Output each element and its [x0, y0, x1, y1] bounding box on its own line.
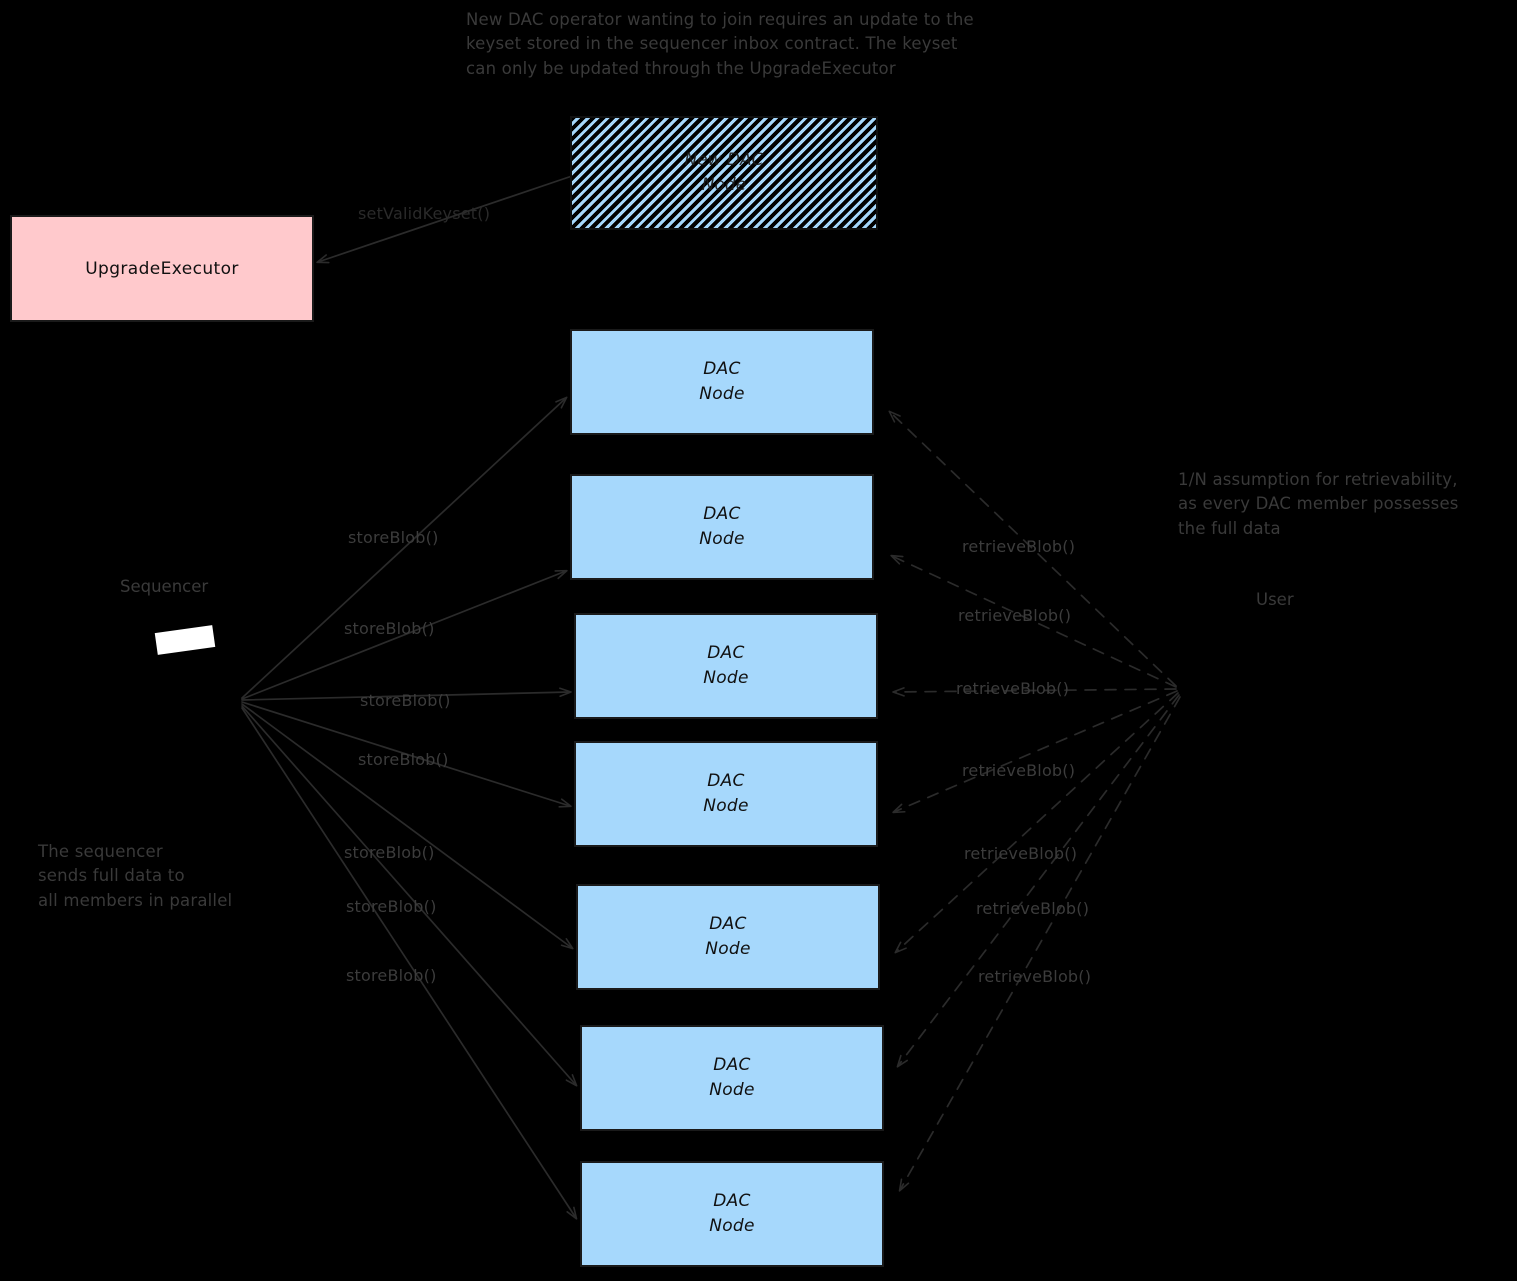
dac-node-label-2: DAC Node	[699, 504, 745, 549]
dac-node-label-6: DAC Node	[709, 1055, 755, 1100]
dac-node-label-4: DAC Node	[703, 771, 749, 816]
edge-label-store-blob-5: storeBlob()	[344, 843, 435, 862]
edge-label-retrieve-blob-1: retrieveBlob()	[962, 537, 1076, 556]
edge-retrieve-blob-6	[896, 694, 1180, 1068]
dac-node-box-1[interactable]: DAC Node	[570, 329, 874, 435]
sequencer-label: Sequencer	[120, 577, 209, 596]
dac-node-label-5: DAC Node	[705, 914, 751, 959]
upgrade-executor-box[interactable]: UpgradeExecutor	[10, 215, 314, 322]
edge-label-store-blob-7: storeBlob()	[346, 966, 437, 985]
edge-label-retrieve-blob-5: retrieveBlob()	[964, 844, 1078, 863]
dac-node-box-5[interactable]: DAC Node	[576, 884, 880, 990]
dac-node-label-7: DAC Node	[709, 1191, 755, 1236]
dac-node-label-1: DAC Node	[699, 359, 745, 404]
dac-node-box-4[interactable]: DAC Node	[574, 741, 878, 847]
edge-label-store-blob-2: storeBlob()	[344, 619, 435, 638]
edge-retrieve-blob-4	[892, 690, 1178, 814]
dac-node-box-6[interactable]: DAC Node	[580, 1025, 884, 1131]
edge-label-retrieve-blob-6: retrieveBlob()	[976, 899, 1090, 918]
dac-node-box-3[interactable]: DAC Node	[574, 613, 878, 719]
edge-store-blob-7	[241, 707, 578, 1220]
edge-label-retrieve-blob-3: retrieveBlob()	[956, 679, 1070, 698]
edge-label-retrieve-blob-7: retrieveBlob()	[978, 967, 1092, 986]
new-dac-node-label: New DAC Node	[684, 150, 764, 195]
edge-label-store-blob-4: storeBlob()	[358, 750, 449, 769]
edge-label-retrieve-blob-2: retrieveBlob()	[958, 606, 1072, 625]
dac-node-box-7[interactable]: DAC Node	[580, 1161, 884, 1267]
user-label: User	[1256, 590, 1294, 609]
edge-label-retrieve-blob-4: retrieveBlob()	[962, 761, 1076, 780]
edge-label-store-blob-1: storeBlob()	[348, 528, 439, 547]
edge-label-store-blob-3: storeBlob()	[360, 691, 451, 710]
left-annotation: The sequencer sends full data to all mem…	[38, 842, 233, 910]
edge-label-set-valid-keyset: setValidKeyset()	[358, 204, 491, 223]
edge-label-store-blob-6: storeBlob()	[346, 897, 437, 916]
upgrade-executor-label: UpgradeExecutor	[85, 258, 239, 279]
sequencer-actor-shape[interactable]	[154, 625, 216, 655]
dac-node-box-2[interactable]: DAC Node	[570, 474, 874, 580]
edge-store-blob-1	[241, 396, 568, 699]
new-dac-node-box[interactable]: New DAC Node	[570, 116, 878, 230]
right-annotation: 1/N assumption for retrievability, as ev…	[1178, 470, 1459, 538]
top-annotation: New DAC operator wanting to join require…	[466, 10, 974, 78]
dac-node-label-3: DAC Node	[703, 643, 749, 688]
